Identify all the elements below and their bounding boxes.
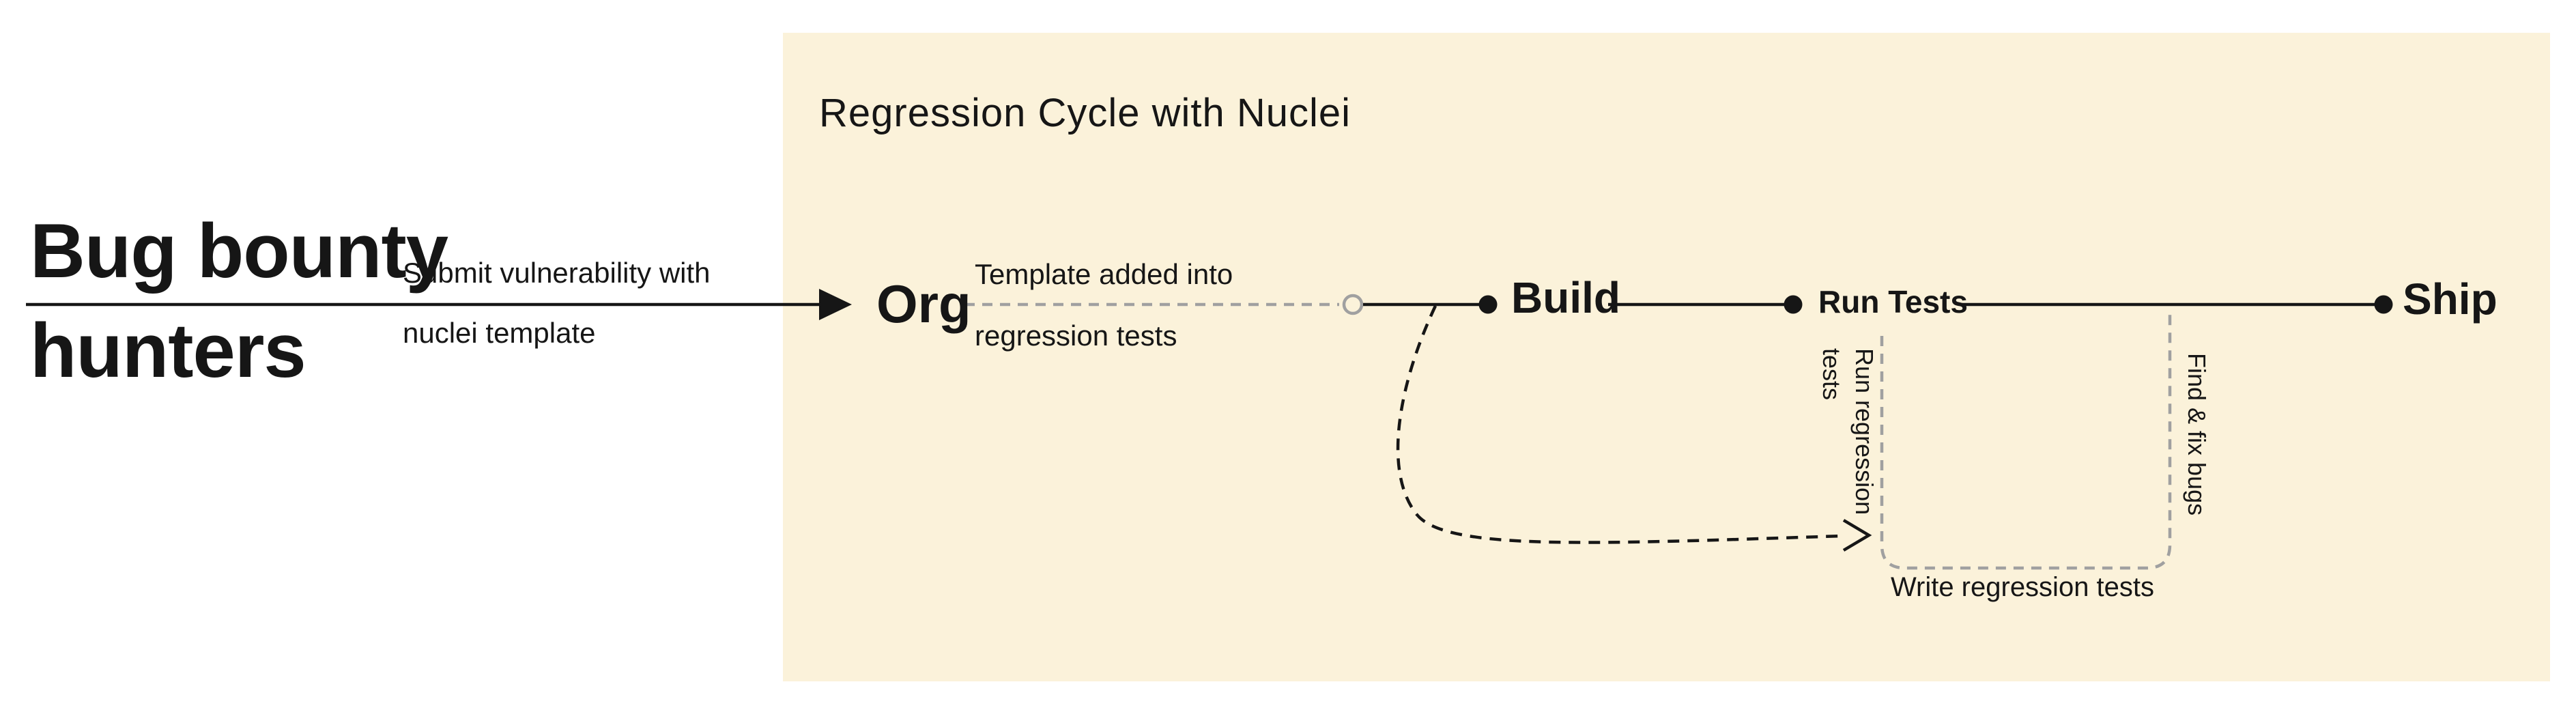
feedback-dashed-curve: [1396, 305, 1844, 544]
open-circle-node-icon: [1342, 294, 1364, 315]
template-edge-label-line2: regression tests: [975, 320, 1177, 352]
regression-loop-dashed-path: [1880, 309, 2172, 570]
left-heading-line1: Bug bounty: [30, 208, 448, 294]
node-ship: Ship: [2403, 274, 2498, 324]
node-org: Org: [876, 274, 971, 334]
find-fix-bugs-label: Find & fix bugs: [2183, 353, 2211, 516]
submit-arrow-head-icon: [819, 289, 852, 320]
run-tests-dot-icon: [1784, 295, 1803, 314]
left-heading-line2: hunters: [30, 308, 306, 393]
regression-cycle-panel: [783, 33, 2550, 681]
panel-title: Regression Cycle with Nuclei: [819, 91, 1351, 135]
submit-arrow-label-line2: nuclei template: [403, 317, 596, 349]
template-edge-label-line1: Template added into: [975, 258, 1233, 290]
write-regression-tests-label: Write regression tests: [1890, 572, 2155, 602]
feedback-arrow-head-icon: [1842, 519, 1872, 552]
run-regression-tests-label: Run regression tests: [1818, 348, 1878, 515]
build-dot-icon: [1478, 295, 1498, 314]
node-build: Build: [1511, 273, 1620, 322]
submit-arrow-label-line1: Submit vulnerability with: [403, 257, 711, 289]
node-run-tests: Run Tests: [1818, 284, 1968, 320]
ship-dot-icon: [2374, 295, 2393, 314]
